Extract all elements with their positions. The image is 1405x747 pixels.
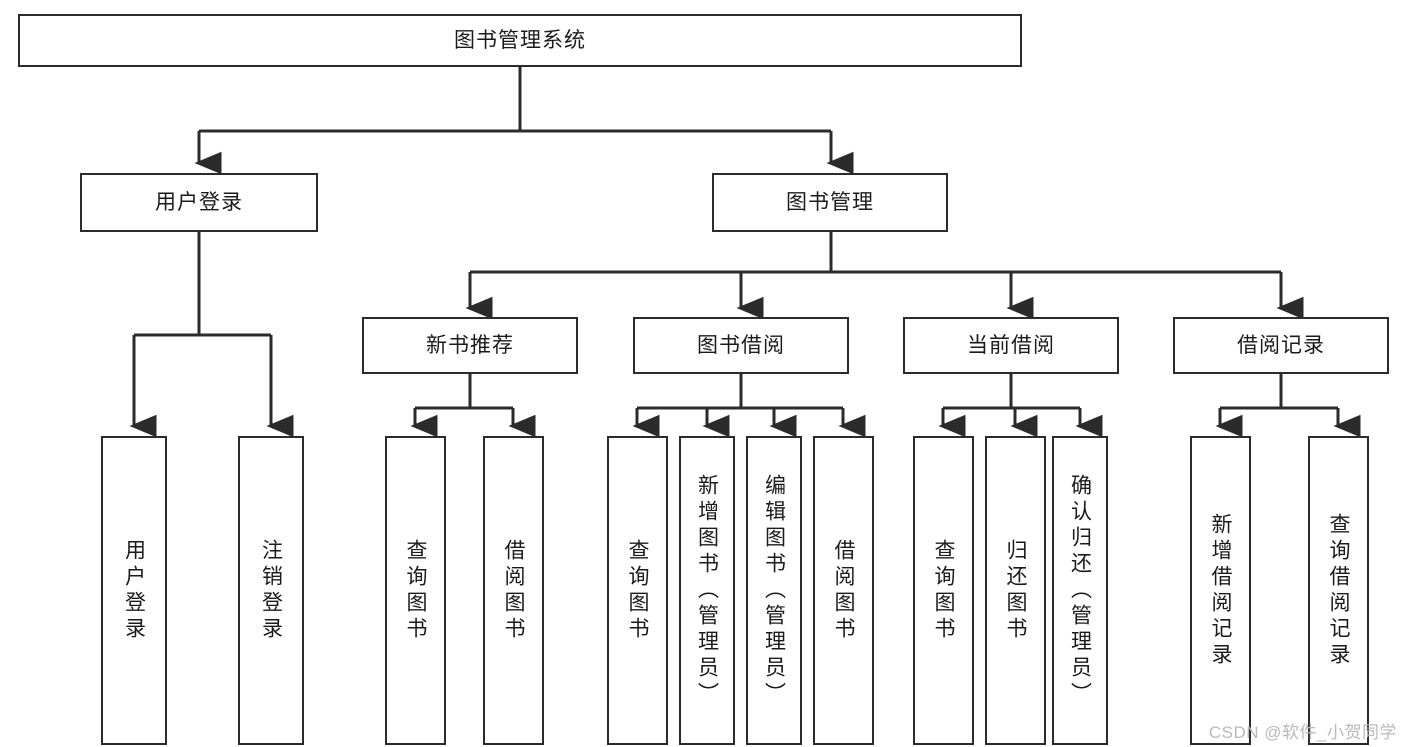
node-level3-book-borrow: 图书借阅 [633,317,849,374]
node-leaf-query-book-borrow: 查询图书 [607,436,668,745]
node-level2-user-login: 用户登录 [80,173,318,232]
node-level3-borrow-record: 借阅记录 [1173,317,1389,374]
node-level3-current-borrow: 当前借阅 [903,317,1119,374]
node-leaf-borrow-book-recommend: 借阅图书 [483,436,544,745]
node-label: 查询借阅记录 [1327,512,1350,669]
node-label: 借阅记录 [1237,333,1325,357]
node-label: 查询图书 [404,538,427,643]
node-leaf-confirm-return-admin: 确认归还（管理员） [1052,436,1108,745]
node-label: 新书推荐 [426,333,514,357]
node-label: 新增图书（管理员） [695,473,719,708]
node-label: 当前借阅 [967,333,1055,357]
node-label: 确认归还（管理员） [1068,473,1092,708]
node-label: 用户登录 [155,190,243,214]
node-label: 图书借阅 [697,333,785,357]
node-leaf-add-book-admin: 新增图书（管理员） [679,436,735,745]
node-level2-book-management: 图书管理 [712,173,948,232]
watermark-text: CSDN @软件_小贺同学 [1208,723,1397,742]
node-label: 用户登录 [122,538,146,643]
node-label: 新增借阅记录 [1209,512,1232,669]
node-label: 查询图书 [626,538,649,643]
node-leaf-return-book: 归还图书 [985,436,1046,745]
node-leaf-logout: 注销登录 [238,436,304,745]
node-label: 借阅图书 [832,538,855,643]
node-label: 借阅图书 [502,538,525,643]
node-label: 编辑图书（管理员） [762,473,786,708]
node-root: 图书管理系统 [18,14,1022,67]
node-leaf-query-borrow-record: 查询借阅记录 [1308,436,1369,745]
node-leaf-edit-book-admin: 编辑图书（管理员） [746,436,802,745]
node-label: 查询图书 [932,538,955,643]
node-label: 注销登录 [259,538,283,643]
node-leaf-query-book-current: 查询图书 [913,436,974,745]
node-level3-new-book-recommend: 新书推荐 [362,317,578,374]
node-leaf-add-borrow-record: 新增借阅记录 [1190,436,1251,745]
node-label: 图书管理系统 [454,28,586,52]
node-leaf-borrow-book: 借阅图书 [813,436,874,745]
node-leaf-query-book-recommend: 查询图书 [385,436,446,745]
node-leaf-user-login: 用户登录 [101,436,167,745]
node-label: 图书管理 [786,190,874,214]
node-label: 归还图书 [1004,538,1027,643]
